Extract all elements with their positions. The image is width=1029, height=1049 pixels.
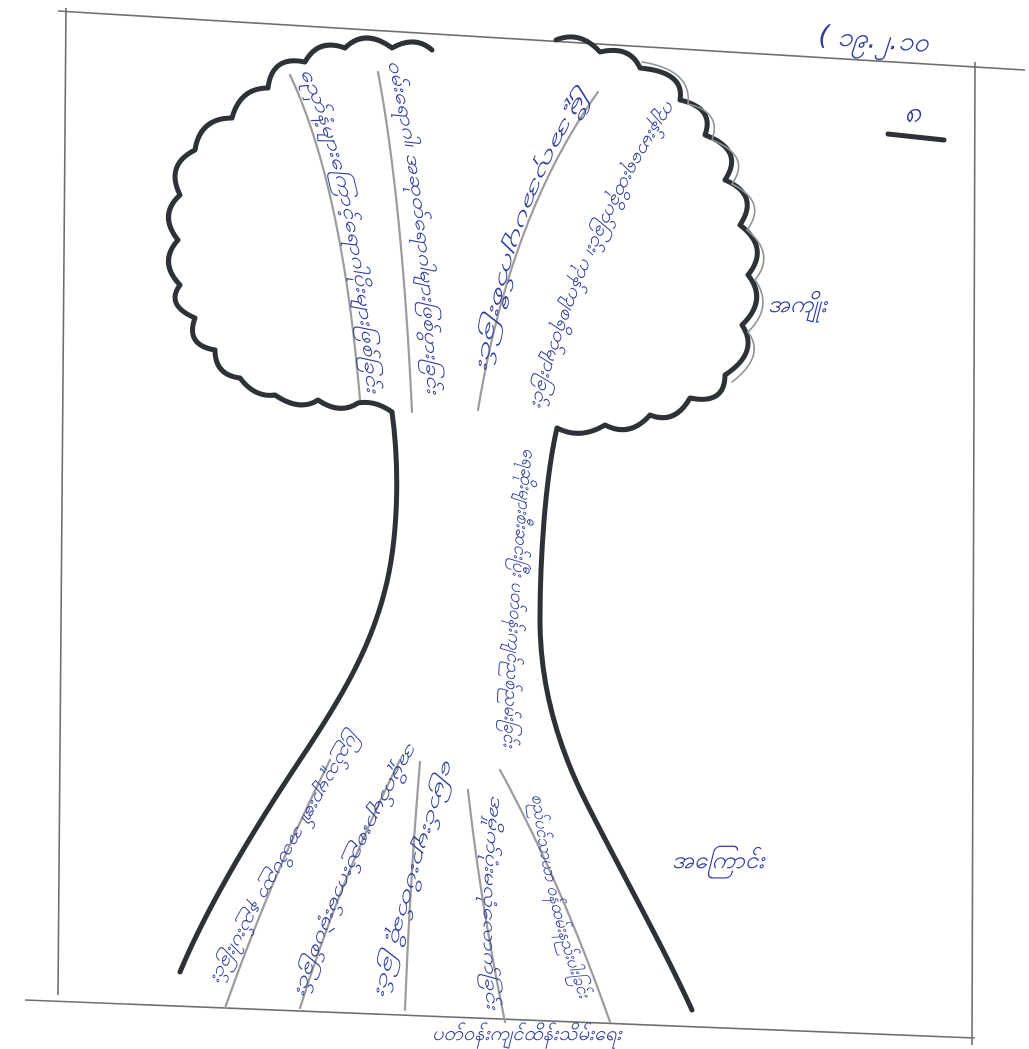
cause-root-2: အမှိုက်များစည်းကမ်းမဲ့ပစ်ခြင်း xyxy=(291,740,424,999)
effect-branch-3-text: မြို့အလှအပပျက်စီးခြင်း xyxy=(473,83,598,372)
causes-label: အကြောင်း xyxy=(672,845,766,879)
cause-root-2-text: အမှိုက်များစည်းကမ်းမဲ့ပစ်ခြင်း xyxy=(291,740,424,999)
effects-label: အကျိုး xyxy=(768,290,829,323)
footer-note: ပတ်ဝန်းကျင်ထိန်းသိမ်းရေး xyxy=(432,1021,623,1049)
page-number-underline xyxy=(888,134,944,140)
cause-root-1-text: ပြည်သူများ၏ အသိပညာ နည်းပါးခြင်း xyxy=(207,726,367,987)
cause-root-5: စည်ပင်သာယာ ဝန်ထမ်းနည်းပါးခြင်း xyxy=(525,793,595,1002)
effect-branch-3: မြို့အလှအပပျက်စီးခြင်း xyxy=(473,83,598,372)
cause-root-4: အမှိုက်ပုံးမလုံလောက်ခြင်း xyxy=(476,794,508,1011)
effects-branches: ညှော်နံ့များကြောင့်ရောဂါပိုးများဖြစ်ခြင်… xyxy=(292,58,682,410)
effect-branch-2: ဝမ်းရောဂါ၊ အဆုတ်ရောဂါများဖြစ်ပွားခြင်း xyxy=(383,58,445,395)
trunk-left-outline xyxy=(180,412,397,972)
date-note: ( ၁၉.၂.၁၀ xyxy=(817,20,930,64)
core-problem-text: ရေဆိုးများစီးဆင်းပြီး ပတ်ဝန်းကျင်ညစ်ညမ်း… xyxy=(495,447,541,749)
effect-branch-2-text: ဝမ်းရောဂါ၊ အဆုတ်ရောဂါများဖြစ်ပွားခြင်း xyxy=(383,58,445,395)
core-problem: ရေဆိုးများစီးဆင်းပြီး ပတ်ဝန်းကျင်ညစ်ညမ်း… xyxy=(495,447,541,749)
cause-root-4-text: အမှိုက်ပုံးမလုံလောက်ခြင်း xyxy=(476,794,508,1011)
cause-root-5-text: စည်ပင်သာယာ ဝန်ထမ်းနည်းပါးခြင်း xyxy=(525,793,595,1002)
page-number: ၈ xyxy=(904,95,922,130)
paper-right-edge xyxy=(972,62,975,1045)
causes-roots: ပြည်သူများ၏ အသိပညာ နည်းပါးခြင်း အမှိုက်မ… xyxy=(207,726,596,1012)
paper-left-edge xyxy=(58,8,66,995)
cause-root-1: ပြည်သူများ၏ အသိပညာ နည်းပါးခြင်း xyxy=(207,726,367,987)
